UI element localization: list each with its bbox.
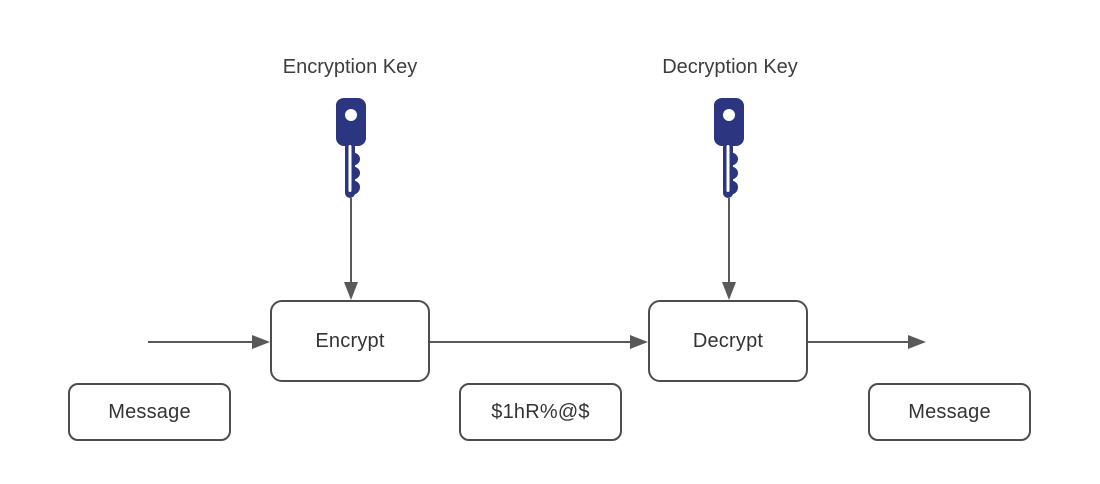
decryption-key-label: Decryption Key [662,56,798,78]
encrypt-label: Encrypt [315,329,385,352]
encryption-key-icon [330,97,372,202]
ciphertext-label: $1hR%@$ [491,400,590,423]
decrypt-process-box[interactable]: Decrypt [648,300,808,382]
decryption-key-icon [708,97,750,202]
ciphertext-box[interactable]: $1hR%@$ [459,383,622,441]
decryption-key-to-decrypt-arrow [713,198,745,302]
encrypt-process-box[interactable]: Encrypt [270,300,430,382]
encryption-key-label: Encryption Key [282,56,418,78]
output-message-arrow [808,330,928,354]
message-output-label: Message [908,400,991,423]
encryption-key-to-encrypt-arrow [335,198,367,302]
decrypt-label: Decrypt [692,329,764,352]
message-input-label: Message [108,400,191,423]
input-message-arrow [148,330,272,354]
message-input-box[interactable]: Message [68,383,231,441]
encrypt-to-decrypt-arrow [430,330,650,354]
message-output-box[interactable]: Message [868,383,1031,441]
